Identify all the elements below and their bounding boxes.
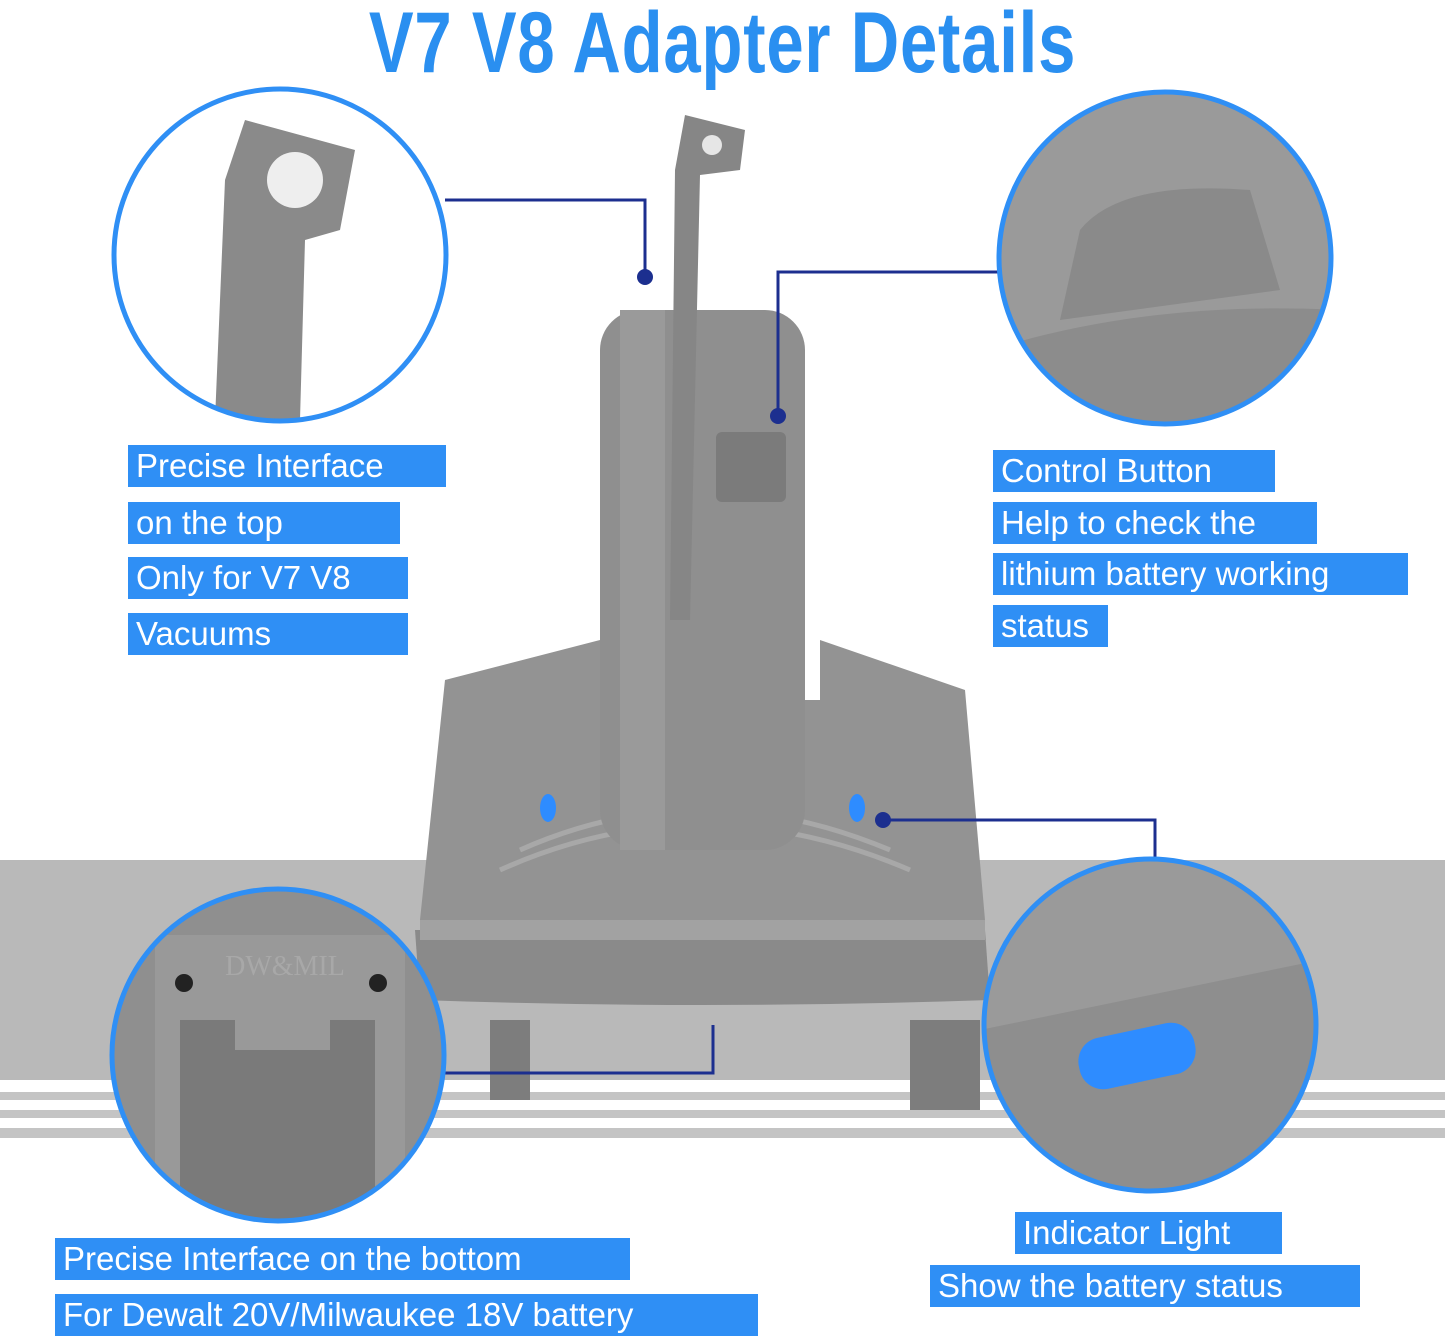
callout-label: Indicator Light bbox=[1015, 1212, 1282, 1254]
detail-circle-top-interface bbox=[111, 86, 449, 424]
callout-label: Help to check the bbox=[993, 502, 1317, 544]
callout-label: Show the battery status bbox=[930, 1265, 1360, 1307]
callout-label: lithium battery working bbox=[993, 553, 1408, 595]
detail-circle-control-button bbox=[996, 89, 1334, 427]
connector-lines bbox=[445, 198, 1157, 1075]
page-title: V7 V8 Adapter Details bbox=[368, 0, 1077, 91]
callout-label: on the top bbox=[128, 502, 400, 544]
detail-circle-indicator-light bbox=[981, 856, 1319, 1194]
callout-label: Control Button bbox=[993, 450, 1275, 492]
callout-label: Precise Interface bbox=[128, 445, 446, 487]
detail-circle-bottom-interface: DW&MIL bbox=[109, 886, 447, 1224]
callout-label: Precise Interface on the bottom bbox=[55, 1238, 630, 1280]
callout-label: For Dewalt 20V/Milwaukee 18V battery bbox=[55, 1294, 758, 1336]
adapter-product bbox=[415, 115, 990, 1110]
callout-label: Vacuums bbox=[128, 613, 408, 655]
callout-label: status bbox=[993, 605, 1108, 647]
callout-label: Only for V7 V8 bbox=[128, 557, 408, 599]
embossed-logo-text: DW&MIL bbox=[225, 951, 345, 982]
